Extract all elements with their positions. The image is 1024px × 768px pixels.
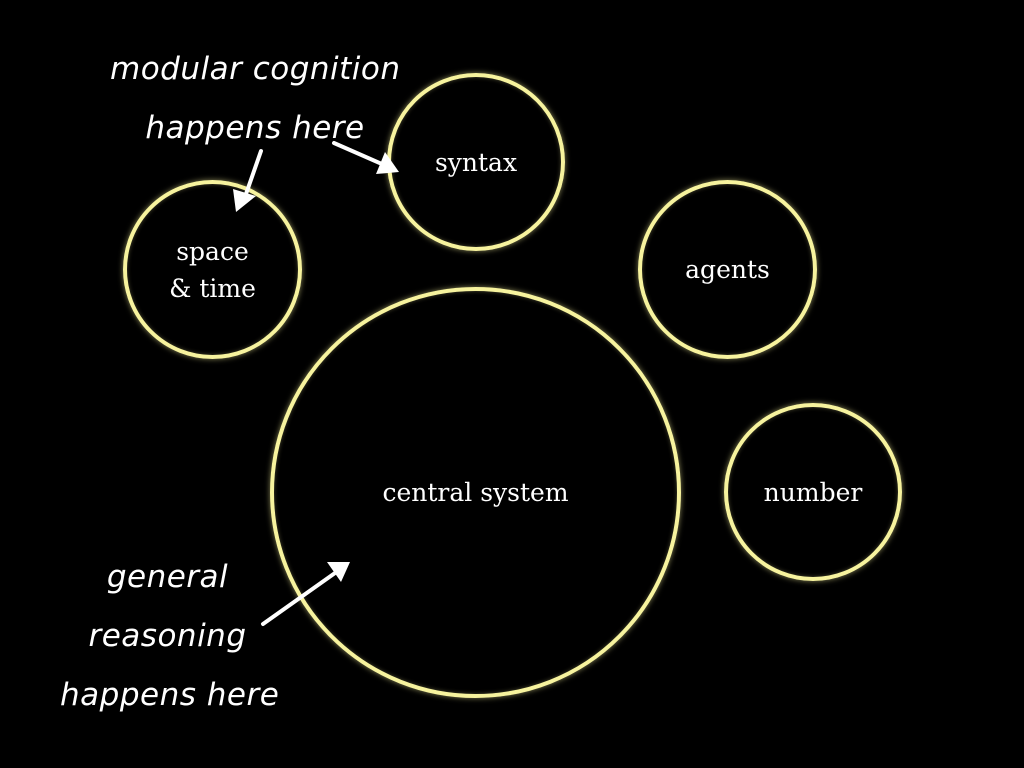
number-module-circle: number [724, 403, 902, 581]
space-time-module-circle: space & time [123, 180, 302, 359]
agents-module-circle: agents [638, 180, 817, 359]
space-time-label: space & time [169, 236, 256, 303]
annotation-line: general [106, 559, 229, 595]
general-reasoning-annotation: general reasoning happens here [60, 548, 280, 725]
number-label: number [763, 477, 863, 507]
syntax-label: syntax [434, 147, 518, 177]
central-system-circle: central system [270, 287, 681, 698]
arrow-to-central-system [261, 562, 350, 626]
annotation-line: reasoning [88, 618, 247, 654]
central-system-label: central system [382, 478, 569, 507]
agents-label: agents [685, 255, 770, 284]
annotation-line: modular cognition [110, 51, 401, 87]
annotation-line: happens here [145, 110, 365, 146]
annotation-line: happens here [60, 677, 280, 713]
arrow-to-syntax [332, 141, 399, 174]
modular-cognition-annotation: modular cognition happens here [110, 40, 400, 158]
arrow-to-space-time [233, 149, 263, 212]
